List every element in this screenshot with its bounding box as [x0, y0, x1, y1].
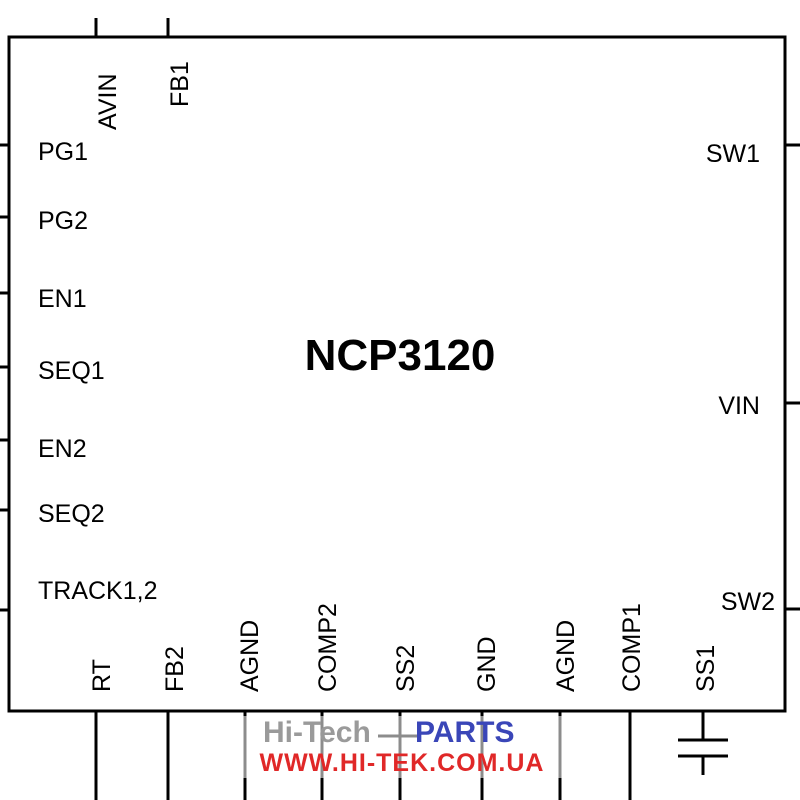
pin-label-comp1: COMP1 — [618, 603, 646, 692]
pin-label-agnd-2: AGND — [552, 620, 580, 692]
pin-label-en1: EN1 — [38, 285, 87, 313]
pin-label-avin: AVIN — [94, 74, 122, 131]
pin-label-seq2: SEQ2 — [38, 500, 105, 528]
pin-label-fb1: FB1 — [166, 61, 194, 107]
pin-label-agnd-1: AGND — [236, 620, 264, 692]
watermark-parts: PARTS — [415, 716, 514, 749]
pin-label-seq1: SEQ1 — [38, 357, 105, 385]
capacitor-symbol — [678, 738, 728, 775]
pin-label-rt: RT — [88, 659, 116, 692]
watermark-url: WWW.HI-TEK.COM.UA — [259, 749, 544, 777]
pin-label-pg1: PG1 — [38, 138, 88, 166]
pin-label-fb2: FB2 — [161, 646, 189, 692]
pin-label-ss2: SS2 — [392, 645, 420, 692]
pin-label-comp2: COMP2 — [314, 603, 342, 692]
chip-name: NCP3120 — [305, 331, 496, 380]
pin-label-sw2: SW2 — [721, 588, 775, 616]
chip-body — [7, 35, 787, 713]
pin-label-pg2: PG2 — [38, 207, 88, 235]
pin-label-en2: EN2 — [38, 435, 87, 463]
pin-label-vin: VIN — [718, 392, 760, 420]
pin-label-ss1: SS1 — [692, 645, 720, 692]
watermark-logo: Hi-Tech PARTS WWW.HI-TEK.COM.UA — [195, 716, 615, 778]
pin-label-sw1: SW1 — [706, 140, 760, 168]
watermark-hitech: Hi-Tech — [263, 716, 371, 749]
pin-label-track12: TRACK1,2 — [38, 577, 157, 605]
pin-label-gnd: GND — [473, 636, 501, 692]
